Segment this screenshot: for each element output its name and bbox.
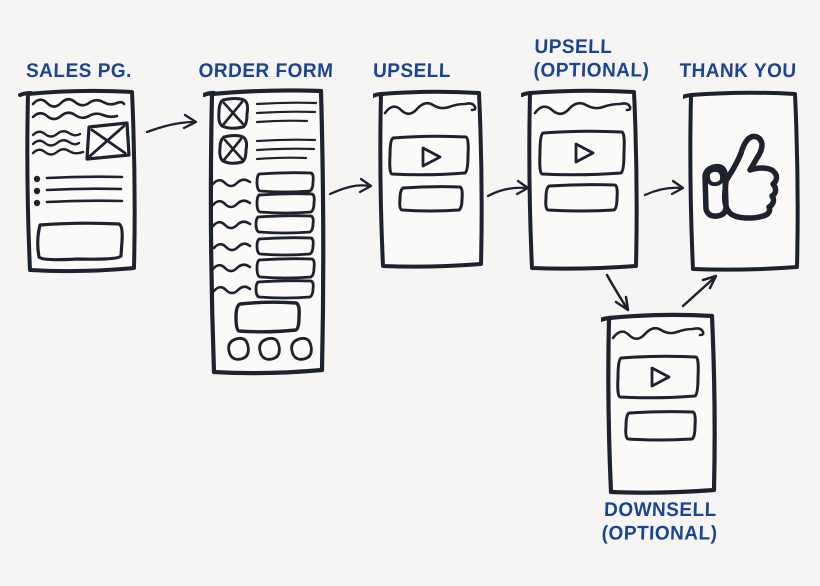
play-icon <box>574 142 595 164</box>
sales-page-wireframe <box>18 88 137 274</box>
upsell-optional-label-line2: (OPTIONAL) <box>533 60 650 82</box>
thumbs-up-icon <box>702 133 780 221</box>
video-player <box>388 134 470 177</box>
page-frame <box>688 90 800 272</box>
arrow-upsell-optional-to-thankyou <box>643 179 685 197</box>
video-player <box>616 354 700 400</box>
product-lines <box>255 101 318 124</box>
page-frame <box>378 89 484 269</box>
cta-button <box>544 183 619 213</box>
play-icon <box>421 146 442 168</box>
arrow-upsell-optional-to-downsell <box>605 273 630 312</box>
upsell-optional-wireframe <box>521 88 639 271</box>
cta-button <box>624 410 697 442</box>
upsell-optional-label-line1: UPSELL <box>534 36 613 58</box>
frame-overshoot <box>521 91 534 97</box>
submit-button <box>234 300 301 334</box>
frame-overshoot <box>601 315 614 323</box>
arrow-order-to-upsell <box>328 177 373 196</box>
downsell-label-line2: (OPTIONAL) <box>601 523 718 545</box>
cta-button <box>398 185 464 213</box>
input-fields <box>254 171 316 300</box>
thank-you-label: THANK YOU <box>679 60 797 83</box>
bullet-list <box>33 175 124 207</box>
headline-squiggles <box>31 97 126 121</box>
page-frame <box>527 88 639 271</box>
play-icon <box>650 366 671 388</box>
arrow-sales-to-order <box>145 113 198 134</box>
order-form-label: ORDER FORM <box>198 60 334 83</box>
upsell-wireframe <box>373 89 484 269</box>
arrow-downsell-to-thankyou <box>681 274 718 308</box>
downsell-label-line1: DOWNSELL <box>603 499 718 521</box>
order-form-wireframe <box>203 88 326 376</box>
headline-squiggle <box>611 326 705 341</box>
frame-overshoot <box>203 90 217 98</box>
cta-box <box>36 221 124 262</box>
downsell-label: DOWNSELL (OPTIONAL) <box>597 498 723 546</box>
image-placeholder-icon <box>85 121 131 161</box>
downsell-wireframe <box>601 312 717 495</box>
headline-squiggle <box>383 101 477 116</box>
sales-page-label: SALES PG. <box>25 60 133 83</box>
payment-option-circles <box>227 336 313 361</box>
product-lines <box>255 138 317 161</box>
upsell-label: UPSELL <box>372 60 452 83</box>
upsell-optional-label: UPSELL (OPTIONAL) <box>533 35 650 83</box>
body-text-squiggles <box>31 130 85 156</box>
field-label-squiggles <box>211 178 252 295</box>
product-checkbox-icon <box>217 97 250 130</box>
page-frame <box>606 312 717 495</box>
frame-overshoot <box>683 93 695 99</box>
frame-overshoot <box>18 91 33 97</box>
frame-overshoot <box>373 92 385 98</box>
headline-squiggle <box>533 101 632 116</box>
product-checkbox-icon <box>218 134 249 165</box>
video-player <box>538 129 626 177</box>
thank-you-wireframe <box>683 90 800 272</box>
